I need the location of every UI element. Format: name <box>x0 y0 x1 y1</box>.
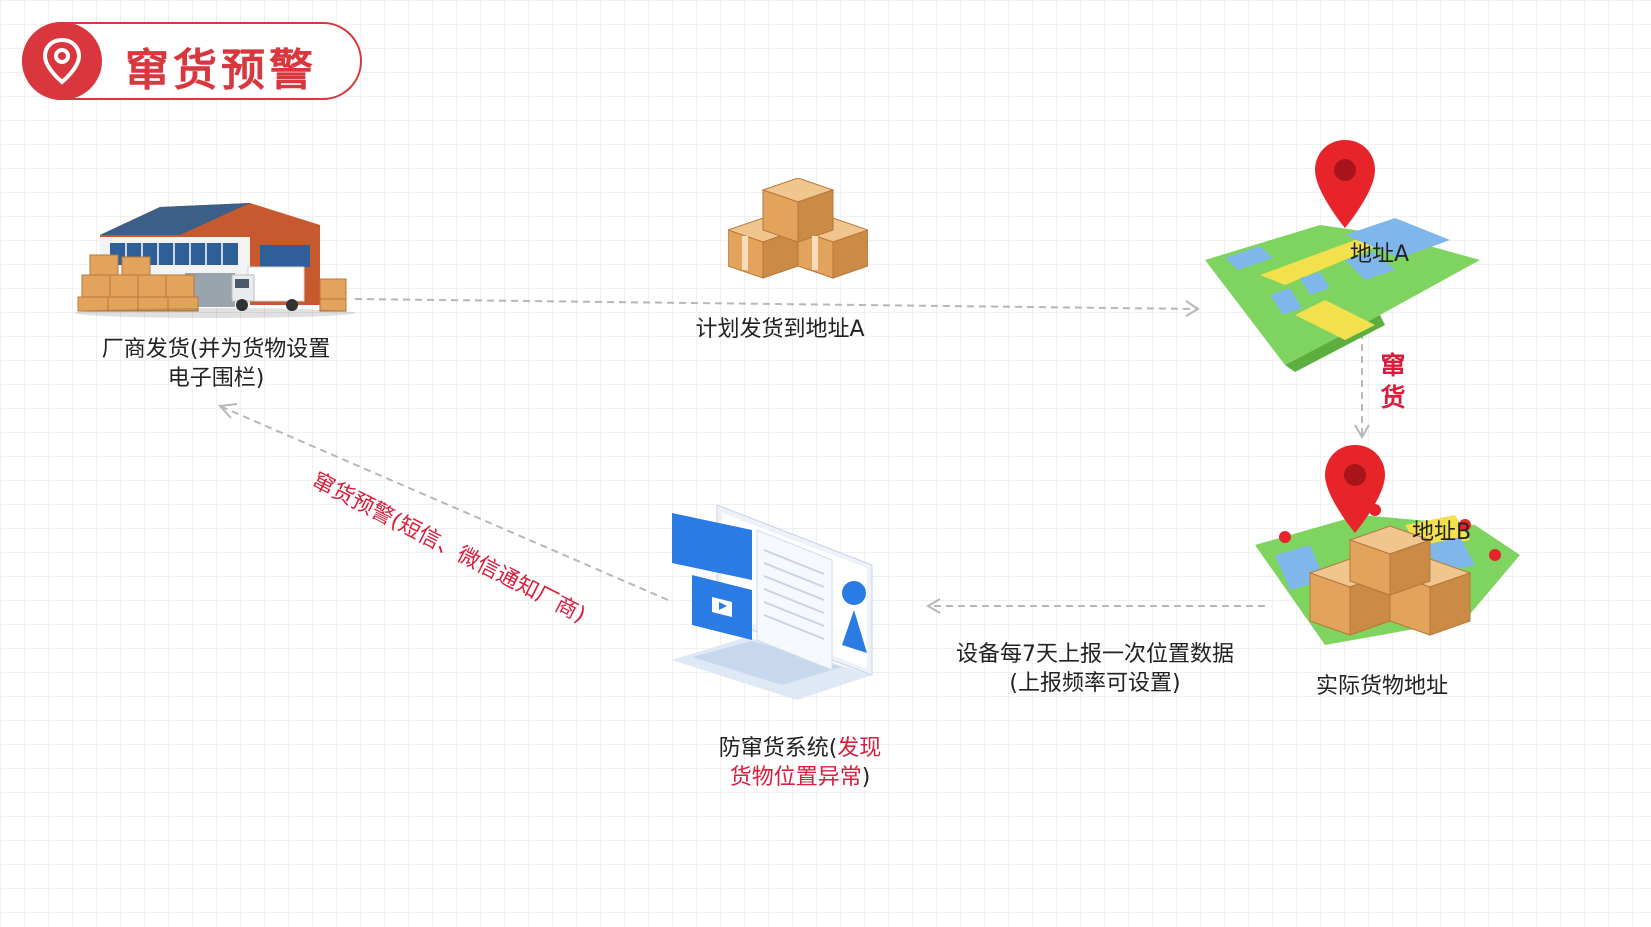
header-icon-badge <box>22 22 102 100</box>
warehouse-illustration <box>75 203 355 318</box>
page-title: 窜货预警 <box>125 45 317 96</box>
arrow-plan <box>354 298 1199 310</box>
map-b-illustration <box>1255 445 1520 645</box>
system-laptop-illustration <box>672 505 873 700</box>
divert-label: 窜 货 <box>1380 351 1406 412</box>
address-b-label: 地址B <box>1412 520 1472 545</box>
map-a-illustration <box>1205 140 1480 372</box>
report-label: 设备每7天上报一次位置数据 (上报频率可设置) <box>956 642 1234 696</box>
system-label: 防窜货系统(发现 货物位置异常) <box>718 736 882 790</box>
manufacturer-label: 厂商发货(并为货物设置 电子围栏) <box>101 337 331 391</box>
location-pin-icon <box>42 37 82 85</box>
address-a-label: 地址A <box>1350 242 1410 267</box>
location-pin-b-icon <box>1325 445 1385 533</box>
actual-address-label: 实际货物地址 <box>1315 674 1448 699</box>
plan-label: 计划发货到地址A <box>695 317 865 342</box>
cargo-boxes-icon <box>728 178 868 279</box>
arrow-alert <box>221 406 669 601</box>
location-pin-a-icon <box>1315 140 1375 228</box>
